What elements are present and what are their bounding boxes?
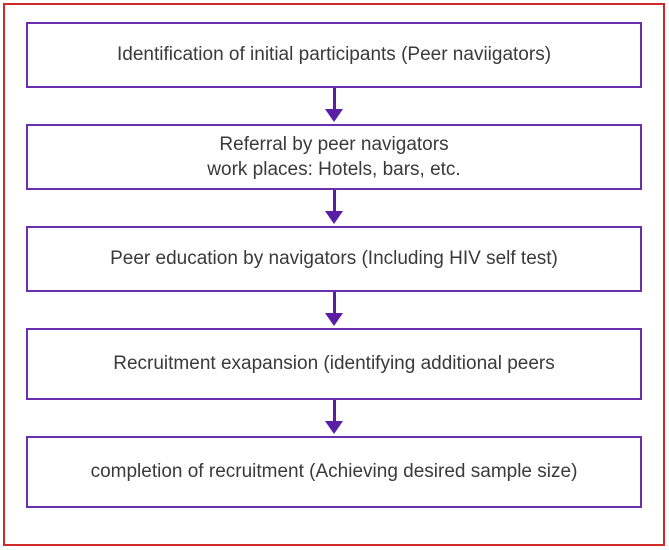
step-label: completion of recruitment (Achieving des…: [90, 461, 578, 483]
arrow-shaft: [332, 400, 336, 422]
flow-step-peer-education: Peer education by navigators (Including …: [26, 226, 642, 292]
step-label: Peer education by navigators (Including …: [110, 248, 558, 270]
arrow-down-icon: [325, 400, 343, 436]
arrow-down-icon: [325, 292, 343, 328]
step-label: Recruitment exapansion (identifying addi…: [113, 353, 555, 375]
flow-step-identification: Identification of initial participants (…: [26, 22, 642, 88]
arrow-shaft: [332, 88, 336, 110]
step-label: Identification of initial participants (…: [116, 44, 552, 66]
flowchart: Identification of initial participants (…: [5, 5, 663, 544]
step-label: work places: Hotels, bars, etc.: [207, 159, 461, 180]
arrow-down-icon: [325, 190, 343, 226]
flow-step-recruitment-expansion: Recruitment exapansion (identifying addi…: [26, 328, 642, 400]
diagram-frame: Identification of initial participants (…: [3, 3, 665, 546]
flow-step-referral: Referral by peer navigators work places:…: [26, 124, 642, 190]
arrow-head: [325, 211, 343, 224]
arrow-head: [325, 313, 343, 326]
arrow-shaft: [332, 190, 336, 212]
arrow-down-icon: [325, 88, 343, 124]
arrow-head: [325, 421, 343, 434]
arrow-head: [325, 109, 343, 122]
arrow-shaft: [332, 292, 336, 314]
flow-step-completion: completion of recruitment (Achieving des…: [26, 436, 642, 508]
step-label: Referral by peer navigators: [219, 133, 449, 155]
